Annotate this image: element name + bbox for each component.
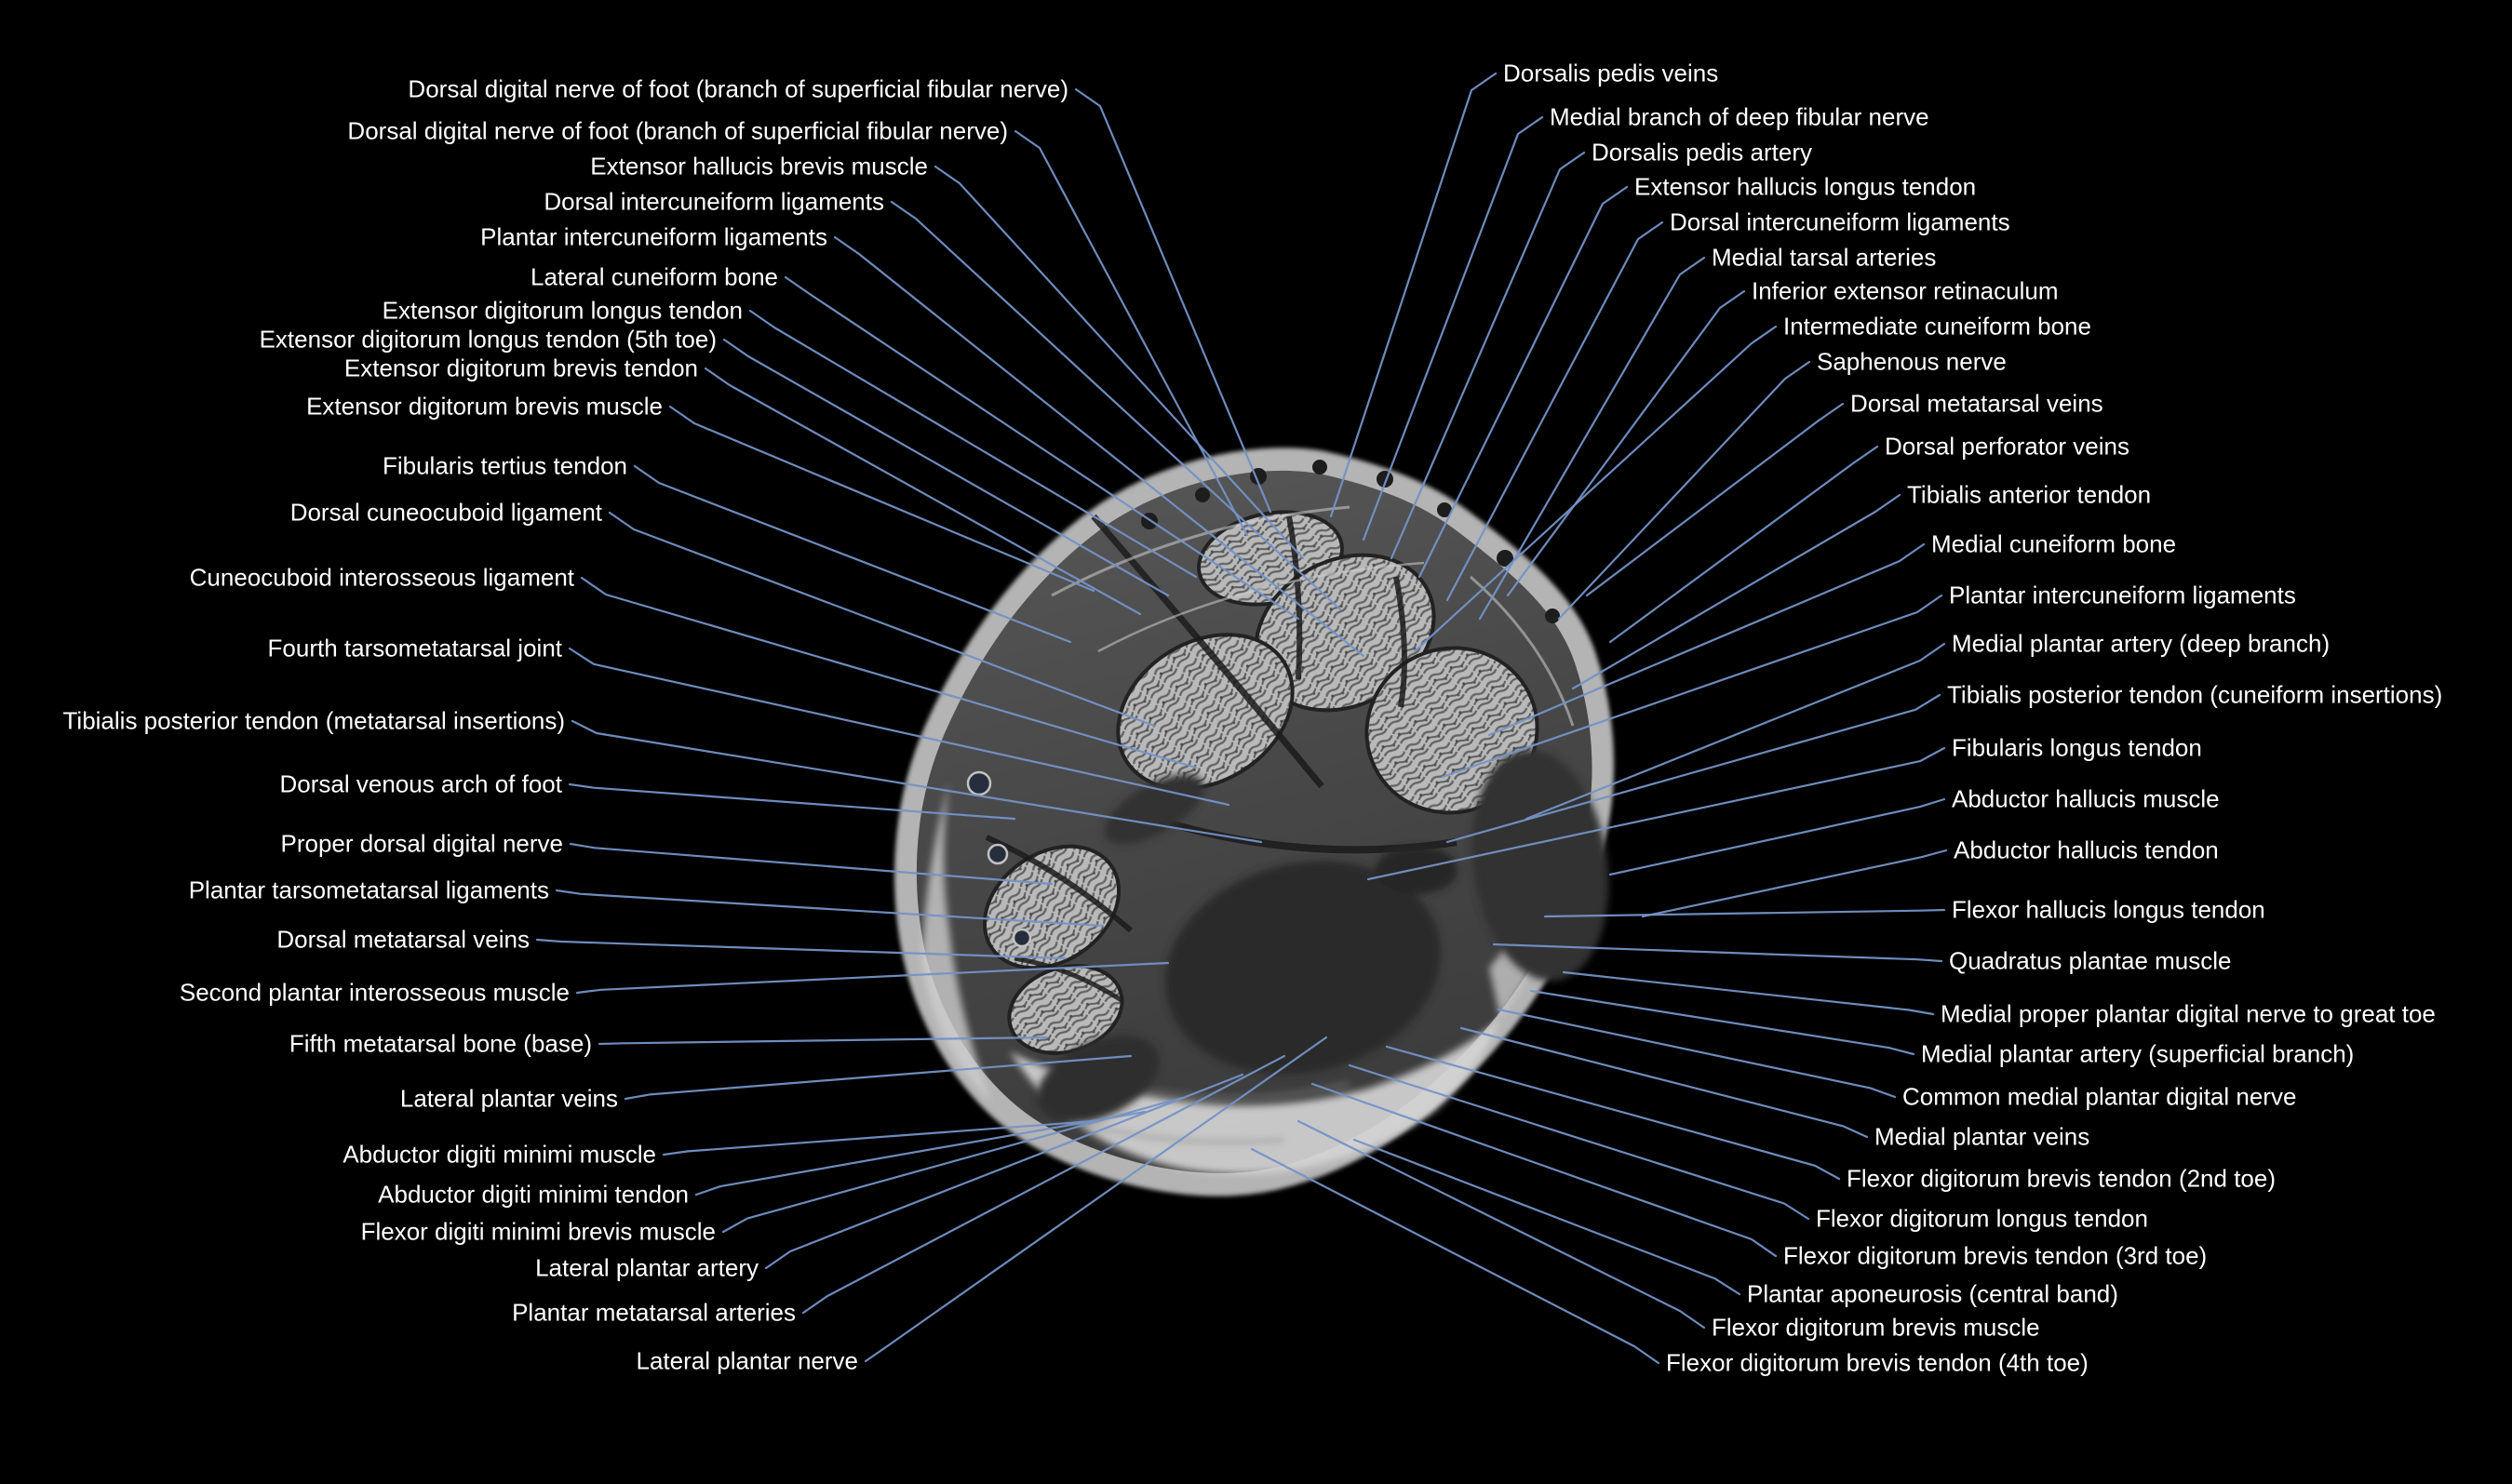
- anatomy-label[interactable]: Lateral plantar artery: [535, 1253, 759, 1282]
- anatomy-label[interactable]: Fibularis tertius tendon: [382, 451, 627, 480]
- anatomy-label[interactable]: Lateral cuneiform bone: [531, 262, 778, 291]
- anatomy-label[interactable]: Medial branch of deep fibular nerve: [1550, 102, 1929, 131]
- anatomy-label[interactable]: Proper dorsal digital nerve: [280, 829, 564, 858]
- anatomy-label[interactable]: Saphenous nerve: [1817, 347, 2007, 376]
- anatomy-label[interactable]: Extensor digitorum brevis tendon: [343, 354, 698, 382]
- anatomy-label[interactable]: Fifth metatarsal bone (base): [289, 1029, 592, 1058]
- anatomy-label[interactable]: Common medial plantar digital nerve: [1902, 1082, 2297, 1111]
- anatomy-label[interactable]: Plantar aponeurosis (central band): [1747, 1279, 2118, 1308]
- anatomy-label[interactable]: Abductor digiti minimi tendon: [378, 1180, 689, 1209]
- anatomy-label[interactable]: Inferior extensor retinaculum: [1752, 276, 2059, 305]
- anatomy-label[interactable]: Dorsal digital nerve of foot (branch of …: [408, 74, 1068, 103]
- anatomy-label[interactable]: Dorsal intercuneiform ligaments: [544, 187, 884, 216]
- anatomy-label[interactable]: Flexor digitorum brevis muscle: [1712, 1313, 2040, 1342]
- anatomy-label[interactable]: Lateral plantar veins: [399, 1084, 618, 1113]
- anatomy-label[interactable]: Dorsalis pedis artery: [1592, 138, 1812, 167]
- anatomy-label[interactable]: Extensor hallucis longus tendon: [1634, 172, 1977, 201]
- anatomy-label[interactable]: Tibialis posterior tendon (metatarsal in…: [62, 706, 566, 735]
- anatomy-label[interactable]: Extensor hallucis brevis muscle: [590, 152, 928, 180]
- anatomy-label[interactable]: Dorsal intercuneiform ligaments: [1670, 207, 2010, 236]
- anatomy-label[interactable]: Extensor digitorum brevis muscle: [306, 392, 663, 421]
- anatomy-label[interactable]: Medial plantar veins: [1874, 1122, 2090, 1151]
- anatomy-label[interactable]: Dorsal perforator veins: [1885, 432, 2129, 461]
- anatomy-label[interactable]: Lateral plantar nerve: [636, 1346, 858, 1375]
- anatomy-label[interactable]: Medial plantar artery (deep branch): [1952, 629, 2331, 658]
- anatomy-label[interactable]: Dorsal digital nerve of foot (branch of …: [347, 116, 1008, 145]
- anatomy-label[interactable]: Quadratus plantae muscle: [1949, 946, 2232, 975]
- anatomy-label[interactable]: Cuneocuboid interosseous ligament: [189, 563, 574, 592]
- anatomy-label[interactable]: Medial plantar artery (superficial branc…: [1921, 1039, 2355, 1068]
- anatomy-label[interactable]: Fibularis longus tendon: [1952, 733, 2202, 762]
- anatomy-label[interactable]: Plantar metatarsal arteries: [512, 1298, 796, 1327]
- anatomy-label[interactable]: Dorsal metatarsal veins: [1850, 389, 2103, 418]
- anatomy-label[interactable]: Flexor digitorum brevis tendon (3rd toe): [1783, 1241, 2208, 1270]
- anatomy-label[interactable]: Medial tarsal arteries: [1712, 243, 1937, 272]
- anatomy-label[interactable]: Medial cuneiform bone: [1931, 529, 2177, 558]
- anatomy-label[interactable]: Flexor hallucis longus tendon: [1952, 895, 2265, 924]
- anatomy-label[interactable]: Fourth tarsometatarsal joint: [267, 634, 562, 662]
- anatomy-label[interactable]: Intermediate cuneiform bone: [1783, 312, 2091, 341]
- anatomy-label[interactable]: Plantar intercuneiform ligaments: [1949, 581, 2296, 609]
- anatomy-label[interactable]: Flexor digiti minimi brevis muscle: [360, 1217, 716, 1246]
- anatomy-label[interactable]: Plantar intercuneiform ligaments: [480, 222, 827, 251]
- anatomy-label[interactable]: Tibialis posterior tendon (cuneiform ins…: [1947, 680, 2443, 709]
- anatomy-label[interactable]: Abductor hallucis tendon: [1954, 836, 2219, 864]
- anatomy-label[interactable]: Dorsalis pedis veins: [1503, 59, 1719, 87]
- anatomy-label[interactable]: Plantar tarsometatarsal ligaments: [188, 876, 549, 904]
- anatomy-label[interactable]: Abductor digiti minimi muscle: [343, 1140, 656, 1169]
- anatomy-label[interactable]: Tibialis anterior tendon: [1907, 480, 2152, 509]
- anatomy-label[interactable]: Abductor hallucis muscle: [1952, 784, 2220, 813]
- anatomy-label[interactable]: Medial proper plantar digital nerve to g…: [1941, 999, 2436, 1028]
- anatomy-label[interactable]: Flexor digitorum brevis tendon (4th toe): [1666, 1348, 2089, 1377]
- anatomy-label[interactable]: Extensor digitorum longus tendon: [382, 296, 743, 325]
- anatomy-label[interactable]: Second plantar interosseous muscle: [179, 978, 570, 1007]
- anatomy-label[interactable]: Flexor digitorum brevis tendon (2nd toe): [1847, 1164, 2277, 1193]
- anatomy-label[interactable]: Dorsal venous arch of foot: [279, 769, 563, 798]
- anatomy-label[interactable]: Dorsal metatarsal veins: [276, 925, 530, 954]
- anatomy-label[interactable]: Dorsal cuneocuboid ligament: [289, 498, 602, 527]
- anatomy-label[interactable]: Extensor digitorum longus tendon (5th to…: [259, 325, 717, 354]
- anatomy-label[interactable]: Flexor digitorum longus tendon: [1816, 1204, 2148, 1233]
